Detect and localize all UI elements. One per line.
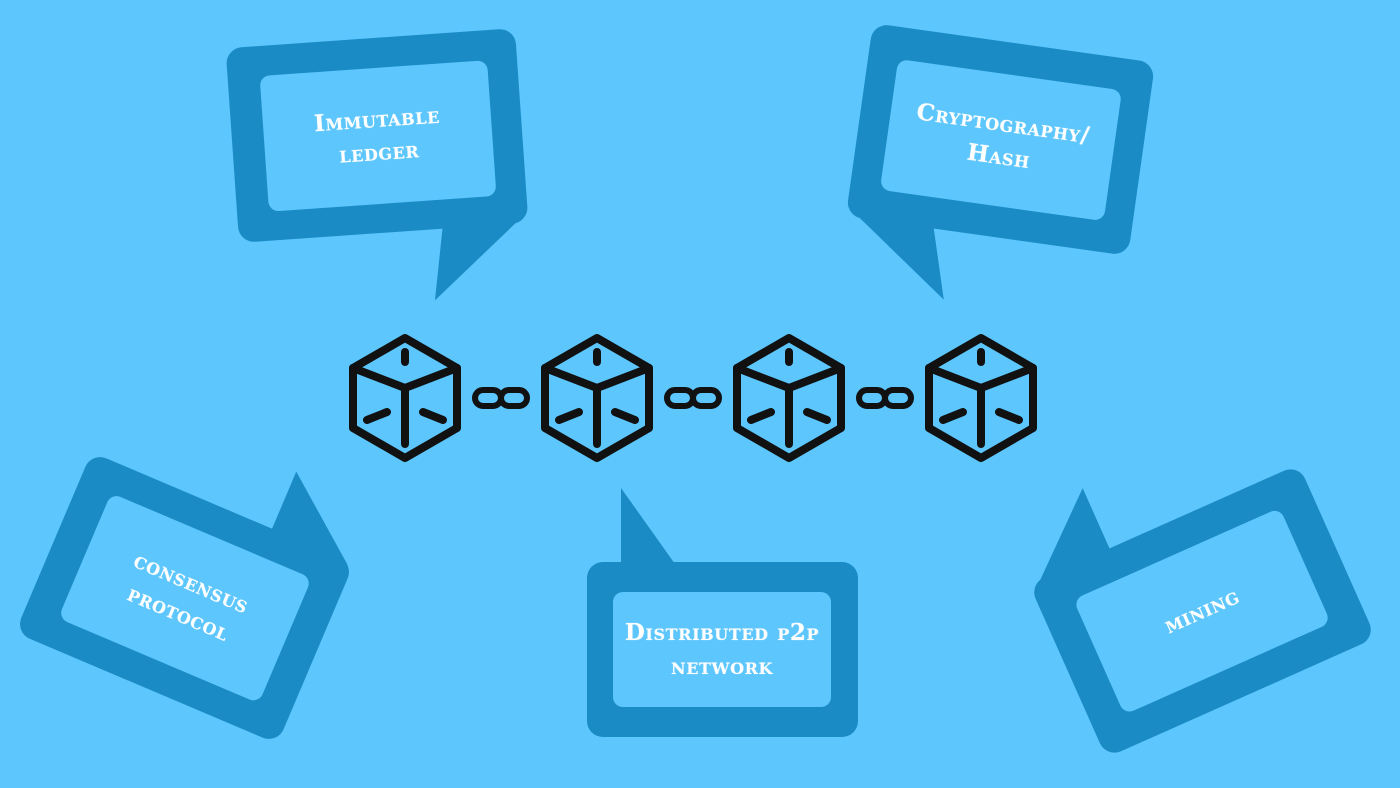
- block-cube-icon: [925, 334, 1037, 462]
- bubble-tail: [621, 488, 675, 564]
- bubble-consensus-protocol: consensus protocol: [15, 452, 374, 744]
- blockchain-diagram: [349, 334, 1037, 462]
- chain-link-icon: [856, 387, 914, 409]
- block-cube-icon: [541, 334, 653, 462]
- bubble-label: Cryptography/ Hash: [914, 97, 1092, 175]
- chain-link-icon: [664, 387, 722, 409]
- bubble-inner: Immutable ledger: [259, 60, 497, 212]
- bubble-tail: [434, 218, 521, 301]
- bubble-label: consensus protocol: [123, 546, 254, 647]
- chain-link-icon: [472, 387, 530, 409]
- bubble-inner: Distributed p2p network: [613, 592, 831, 707]
- bubble-mining: mining: [1009, 464, 1376, 758]
- bubble-cryptography-hash: Cryptography/ Hash: [845, 23, 1156, 300]
- bubble-distributed-p2p-network: Distributed p2p network: [587, 488, 858, 737]
- bubble-immutable-ledger: Immutable ledger: [225, 28, 529, 301]
- bubble-label: mining: [1160, 582, 1244, 640]
- block-cube-icon: [733, 334, 845, 462]
- bubble-label: Distributed p2p network: [624, 619, 820, 680]
- bubble-label: Immutable ledger: [313, 101, 441, 169]
- block-cube-icon: [349, 334, 461, 462]
